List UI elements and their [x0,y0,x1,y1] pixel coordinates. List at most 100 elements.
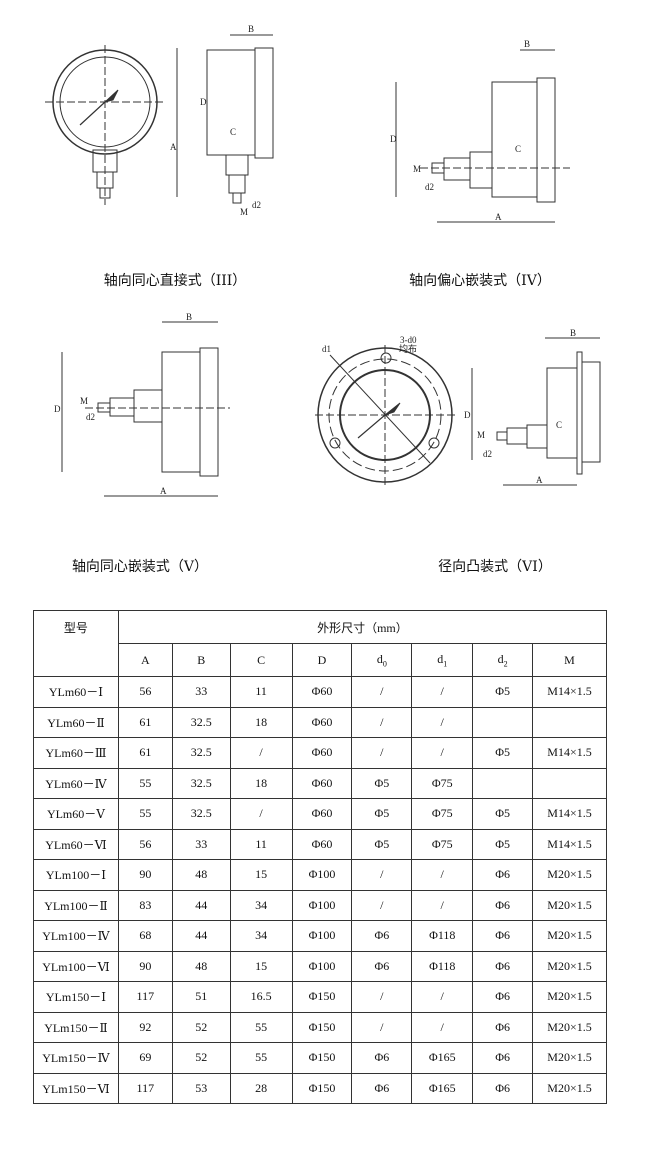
value-cell: 48 [171,950,231,982]
value-cell: 32.5 [171,798,231,830]
caption-type-v: 轴向同心嵌装式（V） [71,559,209,575]
value-cell: Φ6 [472,859,534,891]
value-cell: Φ150 [291,1011,353,1043]
value-cell: 32.5 [171,706,231,738]
value-cell: Φ118 [411,920,474,952]
dimensions-header: 外形尺寸（mm） [117,610,608,644]
value-cell: M20×1.5 [532,1072,607,1104]
col-M: M [532,643,607,677]
model-cell: YLm100－Ⅳ [33,920,119,952]
label-d2: d2 [86,412,95,422]
value-cell: 34 [229,889,293,921]
value-cell: / [351,889,413,921]
value-cell: M20×1.5 [532,1011,607,1043]
value-cell: Φ100 [291,920,353,952]
value-cell: 18 [229,767,293,799]
value-cell: Φ165 [411,1072,474,1104]
model-cell: YLm60－Ⅱ [33,706,119,738]
value-cell: M14×1.5 [532,737,607,769]
value-cell: Φ100 [291,950,353,982]
value-cell: 83 [117,889,173,921]
label-M: M [240,207,248,217]
caption-type-iii: 轴向同心直接式（III） [103,273,247,289]
value-cell: / [351,859,413,891]
caption-type-iv: 轴向偏心嵌装式（IV） [409,273,551,289]
diagram-axial-concentric-direct: B A D C M d2 [45,24,274,217]
value-cell: Φ75 [411,767,474,799]
value-cell: 90 [117,859,173,891]
model-cell: YLm60－Ⅴ [33,798,119,830]
value-cell: Φ6 [351,950,413,982]
value-cell: Φ6 [472,920,534,952]
value-cell: 15 [229,950,293,982]
diagram-axial-eccentric-embedded: B D A C M d2 [390,39,570,223]
label-M: M [80,396,88,406]
value-cell: / [411,737,474,769]
value-cell: / [351,737,413,769]
value-cell: M20×1.5 [532,889,607,921]
value-cell: 11 [229,676,293,708]
value-cell: / [229,737,293,769]
value-cell: M20×1.5 [532,950,607,982]
value-cell: 51 [171,981,231,1013]
model-cell: YLm100－Ⅰ [33,859,119,891]
value-cell [472,767,534,799]
label-A: A [536,475,543,485]
value-cell: 44 [171,889,231,921]
value-cell: / [411,981,474,1013]
value-cell: 16.5 [229,981,293,1013]
value-cell: 117 [117,1072,173,1104]
value-cell: 55 [229,1042,293,1074]
value-cell: 56 [117,676,173,708]
value-cell: M20×1.5 [532,1042,607,1074]
value-cell [532,706,607,738]
value-cell: Φ6 [472,1011,534,1043]
label-D: D [390,134,397,144]
value-cell: / [411,706,474,738]
value-cell: 32.5 [171,767,231,799]
value-cell: 56 [117,828,173,860]
col-B: B [171,643,231,677]
label-A: A [160,486,167,496]
value-cell: Φ5 [351,828,413,860]
label-C: C [556,420,562,430]
value-cell: Φ100 [291,859,353,891]
value-cell: 61 [117,706,173,738]
value-cell: Φ6 [472,981,534,1013]
value-cell: 34 [229,920,293,952]
value-cell: Φ75 [411,798,474,830]
model-cell: YLm150－Ⅰ [33,981,119,1013]
value-cell: 117 [117,981,173,1013]
value-cell [472,706,534,738]
value-cell: Φ5 [472,798,534,830]
label-A: A [170,142,177,152]
model-cell: YLm100－Ⅵ [33,950,119,982]
value-cell: Φ6 [472,1072,534,1104]
value-cell: 33 [171,828,231,860]
label-D: D [54,404,61,414]
value-cell: Φ150 [291,981,353,1013]
model-cell: YLm60－Ⅲ [33,737,119,769]
value-cell: M20×1.5 [532,920,607,952]
col-C: C [229,643,293,677]
value-cell: 18 [229,706,293,738]
label-D: D [200,97,207,107]
label-d2: d2 [483,449,492,459]
value-cell: Φ118 [411,950,474,982]
value-cell: 11 [229,828,293,860]
value-cell: 55 [117,767,173,799]
value-cell: Φ60 [291,706,353,738]
value-cell: Φ6 [472,950,534,982]
label-d1: d1 [322,344,331,354]
value-cell: Φ6 [472,1042,534,1074]
column-headers: A B C D d0 d1 d2 M [34,643,607,677]
